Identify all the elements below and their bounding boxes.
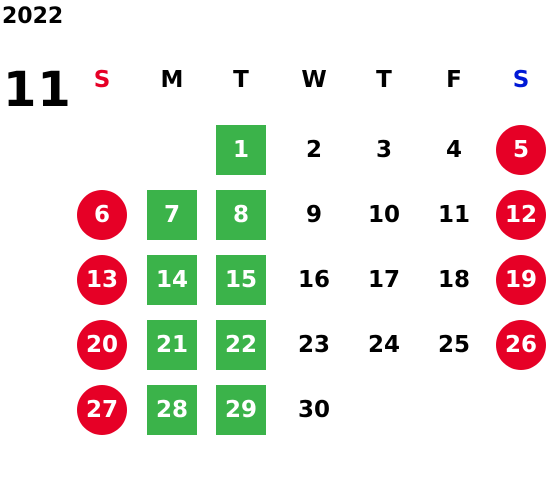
calendar-day-10[interactable]: 10 — [367, 202, 400, 228]
weekday-label-thu: T — [376, 67, 392, 93]
calendar-day-14[interactable]: 14 — [147, 255, 197, 305]
calendar-day-6[interactable]: 6 — [77, 190, 127, 240]
calendar-day-15[interactable]: 15 — [216, 255, 266, 305]
calendar-day-18[interactable]: 18 — [437, 267, 470, 293]
calendar-day-7[interactable]: 7 — [147, 190, 197, 240]
weekday-label-tue: T — [233, 67, 249, 93]
calendar-day-19[interactable]: 19 — [496, 255, 546, 305]
calendar-day-13[interactable]: 13 — [77, 255, 127, 305]
calendar-day-9[interactable]: 9 — [305, 202, 322, 228]
calendar-day-28[interactable]: 28 — [147, 385, 197, 435]
calendar-day-3[interactable]: 3 — [375, 137, 392, 163]
calendar-day-8[interactable]: 8 — [216, 190, 266, 240]
calendar-day-22[interactable]: 22 — [216, 320, 266, 370]
calendar-day-25[interactable]: 25 — [437, 332, 470, 358]
calendar-year: 2022 — [2, 4, 64, 29]
weekday-label-sat: S — [512, 67, 530, 93]
weekday-label-wed: W — [301, 67, 327, 93]
calendar-day-27[interactable]: 27 — [77, 385, 127, 435]
calendar-day-12[interactable]: 12 — [496, 190, 546, 240]
calendar-day-2[interactable]: 2 — [305, 137, 322, 163]
calendar-day-29[interactable]: 29 — [216, 385, 266, 435]
calendar-month: 11 — [3, 62, 72, 118]
weekday-label-fri: F — [446, 67, 462, 93]
weekday-label-sun: S — [93, 67, 111, 93]
calendar-day-4[interactable]: 4 — [445, 137, 462, 163]
calendar-day-24[interactable]: 24 — [367, 332, 400, 358]
calendar-day-20[interactable]: 20 — [77, 320, 127, 370]
calendar-day-23[interactable]: 23 — [297, 332, 330, 358]
calendar-day-17[interactable]: 17 — [367, 267, 400, 293]
calendar-day-30[interactable]: 30 — [297, 397, 330, 423]
calendar-day-26[interactable]: 26 — [496, 320, 546, 370]
calendar-day-1[interactable]: 1 — [216, 125, 266, 175]
calendar-day-11[interactable]: 11 — [437, 202, 470, 228]
weekday-label-mon: M — [160, 67, 184, 93]
calendar-day-5[interactable]: 5 — [496, 125, 546, 175]
calendar-day-16[interactable]: 16 — [297, 267, 330, 293]
calendar-day-21[interactable]: 21 — [147, 320, 197, 370]
